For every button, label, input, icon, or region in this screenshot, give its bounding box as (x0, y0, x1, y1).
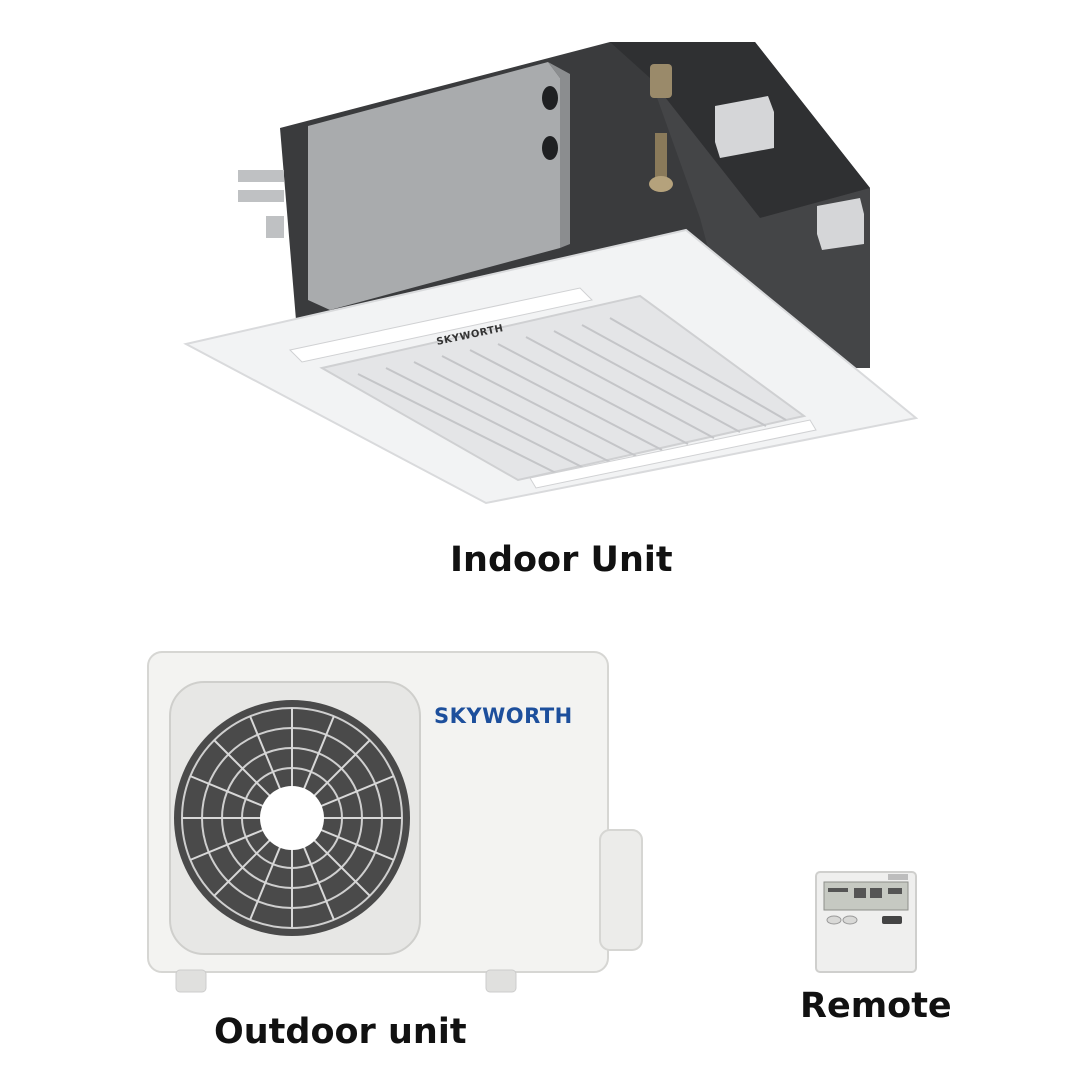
indoor-unit-image: SKYWORTH (180, 38, 920, 508)
outdoor-condenser-icon (147, 651, 643, 993)
outdoor-brand-label: SKYWORTH (434, 704, 573, 728)
indoor-unit-caption: Indoor Unit (450, 540, 673, 580)
remote-caption: Remote (800, 986, 952, 1026)
outdoor-unit-caption: Outdoor unit (214, 1012, 467, 1052)
ceiling-cassette-icon (183, 42, 919, 505)
remote-controller-icon (815, 871, 917, 973)
remote-image (812, 868, 920, 976)
outdoor-unit-image: SKYWORTH (140, 640, 660, 1010)
